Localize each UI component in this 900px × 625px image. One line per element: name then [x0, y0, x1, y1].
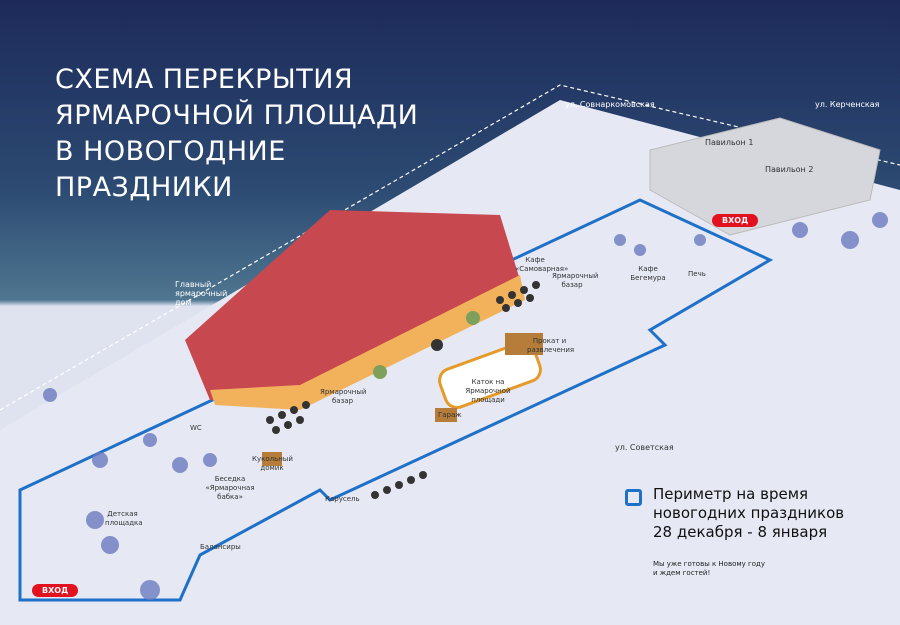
label-bazaar-top: Ярмарочный базар: [552, 272, 599, 289]
perimeter-swatch-icon: [625, 489, 642, 506]
label-bazaar-main: Ярмарочный базар: [320, 388, 367, 405]
title-line: ЯРМАРОЧНОЙ ПЛОЩАДИ: [55, 100, 419, 131]
garage-booth: [435, 408, 457, 422]
ground: [0, 100, 900, 625]
title-line: СХЕМА ПЕРЕКРЫТИЯ: [55, 64, 354, 95]
label-cafe-samovar: Кафе «Самоварная»: [515, 256, 569, 273]
trees: [43, 212, 888, 600]
label-doll-house: Кукольный домик: [252, 455, 293, 472]
title-line: В НОВОГОДНИЕ: [55, 136, 286, 167]
doll-house-booth: [262, 452, 282, 466]
rink: [438, 340, 542, 410]
label-carousel: Карусель: [325, 495, 360, 503]
legend-note: Мы уже готовы к Новому году и ждем госте…: [653, 560, 765, 578]
street-sovetskaya: ул. Советская: [615, 443, 674, 452]
label-garage: Гараж: [438, 411, 462, 419]
label-pavilion-1: Павильон 1: [705, 138, 754, 147]
tree: [466, 311, 480, 325]
label-gazebo: Беседка «Ярмарочная бабка»: [205, 475, 255, 501]
label-wc: WC: [190, 424, 202, 432]
label-pavilion-2: Павильон 2: [765, 165, 814, 174]
page-title: СХЕМА ПЕРЕКРЫТИЯ ЯРМАРОЧНОЙ ПЛОЩАДИ В НО…: [55, 62, 418, 206]
legend-dates: 28 декабря - 8 января: [653, 523, 828, 541]
main-house-facade: [210, 275, 525, 410]
legend-line: Периметр на время: [653, 485, 809, 503]
label-cafe-begemura: Кафе Бегемура: [630, 265, 666, 282]
legend-text: Периметр на время новогодних праздников …: [653, 485, 844, 542]
label-playground: Детская площадка: [105, 510, 143, 527]
perimeter: [18, 198, 774, 602]
street-kerchenskaya: ул. Керченская: [815, 100, 880, 109]
entry-bottom-badge: ВХОД: [32, 584, 79, 597]
title-line: ПРАЗДНИКИ: [55, 172, 233, 203]
street-line: [0, 84, 900, 411]
label-main-house: Главный ярмарочный дом: [175, 280, 228, 307]
label-balancers: Балансиры: [200, 543, 241, 551]
kiosks: [266, 281, 540, 499]
pavilion-building: [649, 117, 881, 236]
label-rink: Каток на Ярмарочной площади: [465, 378, 511, 404]
label-oven: Печь: [688, 270, 706, 278]
main-house-building: [185, 210, 520, 400]
note-line: Мы уже готовы к Новому году: [653, 560, 765, 568]
street-sovnarkomovskaya: ул. Совнаркомовская: [565, 100, 655, 109]
legend-line: новогодних праздников: [653, 504, 845, 522]
tree: [373, 365, 387, 379]
entry-top-badge: ВХОД: [712, 214, 759, 227]
label-rental: Прокат и развлечения: [527, 337, 575, 354]
note-line: и ждем гостей!: [653, 569, 711, 577]
rental-booth: [505, 333, 543, 355]
